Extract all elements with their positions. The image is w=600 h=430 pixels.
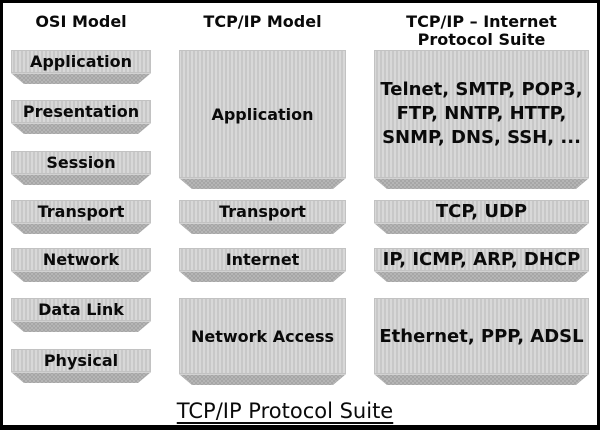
box-shadow-bevel — [11, 123, 151, 134]
box-shadow-bevel — [11, 73, 151, 84]
box-face: Physical — [11, 349, 151, 372]
box-face: Transport — [179, 200, 346, 223]
osi-layer-label: Transport — [37, 202, 125, 221]
diagram-title-text: TCP/IP Protocol Suite — [176, 399, 394, 423]
suite-transport-protocols: TCP, UDP — [374, 200, 589, 234]
protocol-list-line: SNMP, DNS, SSH, ... — [382, 127, 581, 148]
suite-application-protocols: Telnet, SMTP, POP3, FTP, NNTP, HTTP, SNM… — [374, 50, 589, 189]
protocol-list: TCP, UDP — [435, 201, 528, 222]
box-face: Presentation — [11, 100, 151, 123]
box-face: Session — [11, 151, 151, 174]
box-shadow-bevel — [374, 374, 589, 385]
box-shadow-bevel — [374, 178, 589, 189]
osi-model-header: OSI Model — [35, 12, 127, 31]
osi-layer-presentation: Presentation — [11, 100, 151, 134]
box-shadow-bevel — [179, 178, 346, 189]
box-shadow-bevel — [374, 223, 589, 234]
box-shadow-bevel — [11, 372, 151, 383]
suite-internet-protocols: IP, ICMP, ARP, DHCP — [374, 248, 589, 282]
osi-layer-session: Session — [11, 151, 151, 185]
box-face: Network — [11, 248, 151, 271]
tcpip-layer-internet: Internet — [179, 248, 346, 282]
box-shadow-bevel — [11, 321, 151, 332]
box-face: IP, ICMP, ARP, DHCP — [374, 248, 589, 271]
suite-header: TCP/IP – Internet Protocol Suite — [374, 13, 589, 49]
box-shadow-bevel — [11, 271, 151, 282]
box-face: Application — [179, 50, 346, 178]
tcpip-model-header: TCP/IP Model — [203, 12, 322, 31]
box-face: Application — [11, 50, 151, 73]
box-shadow-bevel — [179, 271, 346, 282]
tcpip-layer-label: Network Access — [190, 326, 334, 346]
box-shadow-bevel — [11, 223, 151, 234]
osi-layer-label: Session — [46, 153, 116, 172]
box-shadow-bevel — [374, 271, 589, 282]
suite-header-line2: Protocol Suite — [417, 30, 546, 49]
osi-layer-physical: Physical — [11, 349, 151, 383]
tcpip-layer-application: Application — [179, 50, 346, 189]
protocol-list-line: Telnet, SMTP, POP3, — [380, 79, 583, 100]
box-shadow-bevel — [179, 223, 346, 234]
diagram-title: TCP/IP Protocol Suite — [3, 399, 567, 423]
box-shadow-bevel — [11, 174, 151, 185]
box-face: Internet — [179, 248, 346, 271]
box-shadow-bevel — [179, 374, 346, 385]
osi-layer-label: Data Link — [38, 300, 124, 319]
box-face: Data Link — [11, 298, 151, 321]
tcpip-layer-label: Application — [211, 104, 314, 124]
protocol-list-line: FTP, NNTP, HTTP, — [396, 103, 567, 124]
osi-layer-network: Network — [11, 248, 151, 282]
osi-layer-data-link: Data Link — [11, 298, 151, 332]
tcpip-layer-network-access: Network Access — [179, 298, 346, 385]
box-face: Telnet, SMTP, POP3, FTP, NNTP, HTTP, SNM… — [374, 50, 589, 178]
osi-layer-transport: Transport — [11, 200, 151, 234]
suite-header-line1: TCP/IP – Internet — [406, 12, 557, 31]
suite-network-access-protocols: Ethernet, PPP, ADSL — [374, 298, 589, 385]
protocol-list: IP, ICMP, ARP, DHCP — [382, 249, 581, 270]
box-face: Transport — [11, 200, 151, 223]
osi-layer-application: Application — [11, 50, 151, 84]
osi-layer-label: Physical — [43, 351, 119, 370]
protocol-list: Ethernet, PPP, ADSL — [379, 325, 584, 347]
tcpip-layer-label: Transport — [219, 202, 306, 221]
osi-layer-label: Application — [29, 52, 133, 71]
box-face: TCP, UDP — [374, 200, 589, 223]
osi-layer-label: Presentation — [22, 102, 140, 121]
box-face: Ethernet, PPP, ADSL — [374, 298, 589, 374]
tcpip-layer-transport: Transport — [179, 200, 346, 234]
tcpip-layer-label: Internet — [225, 250, 300, 269]
box-face: Network Access — [179, 298, 346, 374]
osi-layer-label: Network — [42, 250, 120, 269]
